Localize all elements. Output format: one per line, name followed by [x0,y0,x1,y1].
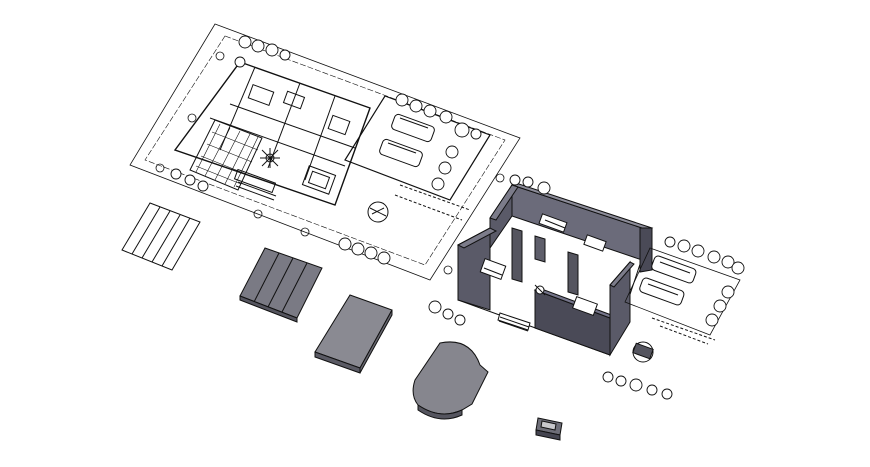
plan-axis-bubbles [155,51,505,275]
model-garage-cars [639,255,697,306]
plan-trees [170,35,482,265]
plan-cars [379,113,435,168]
plan-dimension-frame-inner [144,35,506,266]
roof-outline [121,202,201,271]
plan-sofa [301,165,337,195]
plan-plant [260,148,280,168]
model-sofa [571,295,599,317]
plan-planter [367,201,389,223]
site-plan-2d [129,23,521,281]
plan-hatched-floor [189,119,263,191]
model-steps [497,312,531,332]
plan-bed [247,84,275,106]
planter-box [535,417,563,441]
model-trees [428,174,745,400]
house-3d-model [456,182,741,363]
curved-slab [412,341,489,420]
roof-panels [239,247,323,323]
plan-building-outline [173,61,371,206]
model-planter [632,341,654,363]
floor-slab [314,294,393,374]
plan-steps [233,168,277,194]
plan-garage [344,95,491,201]
